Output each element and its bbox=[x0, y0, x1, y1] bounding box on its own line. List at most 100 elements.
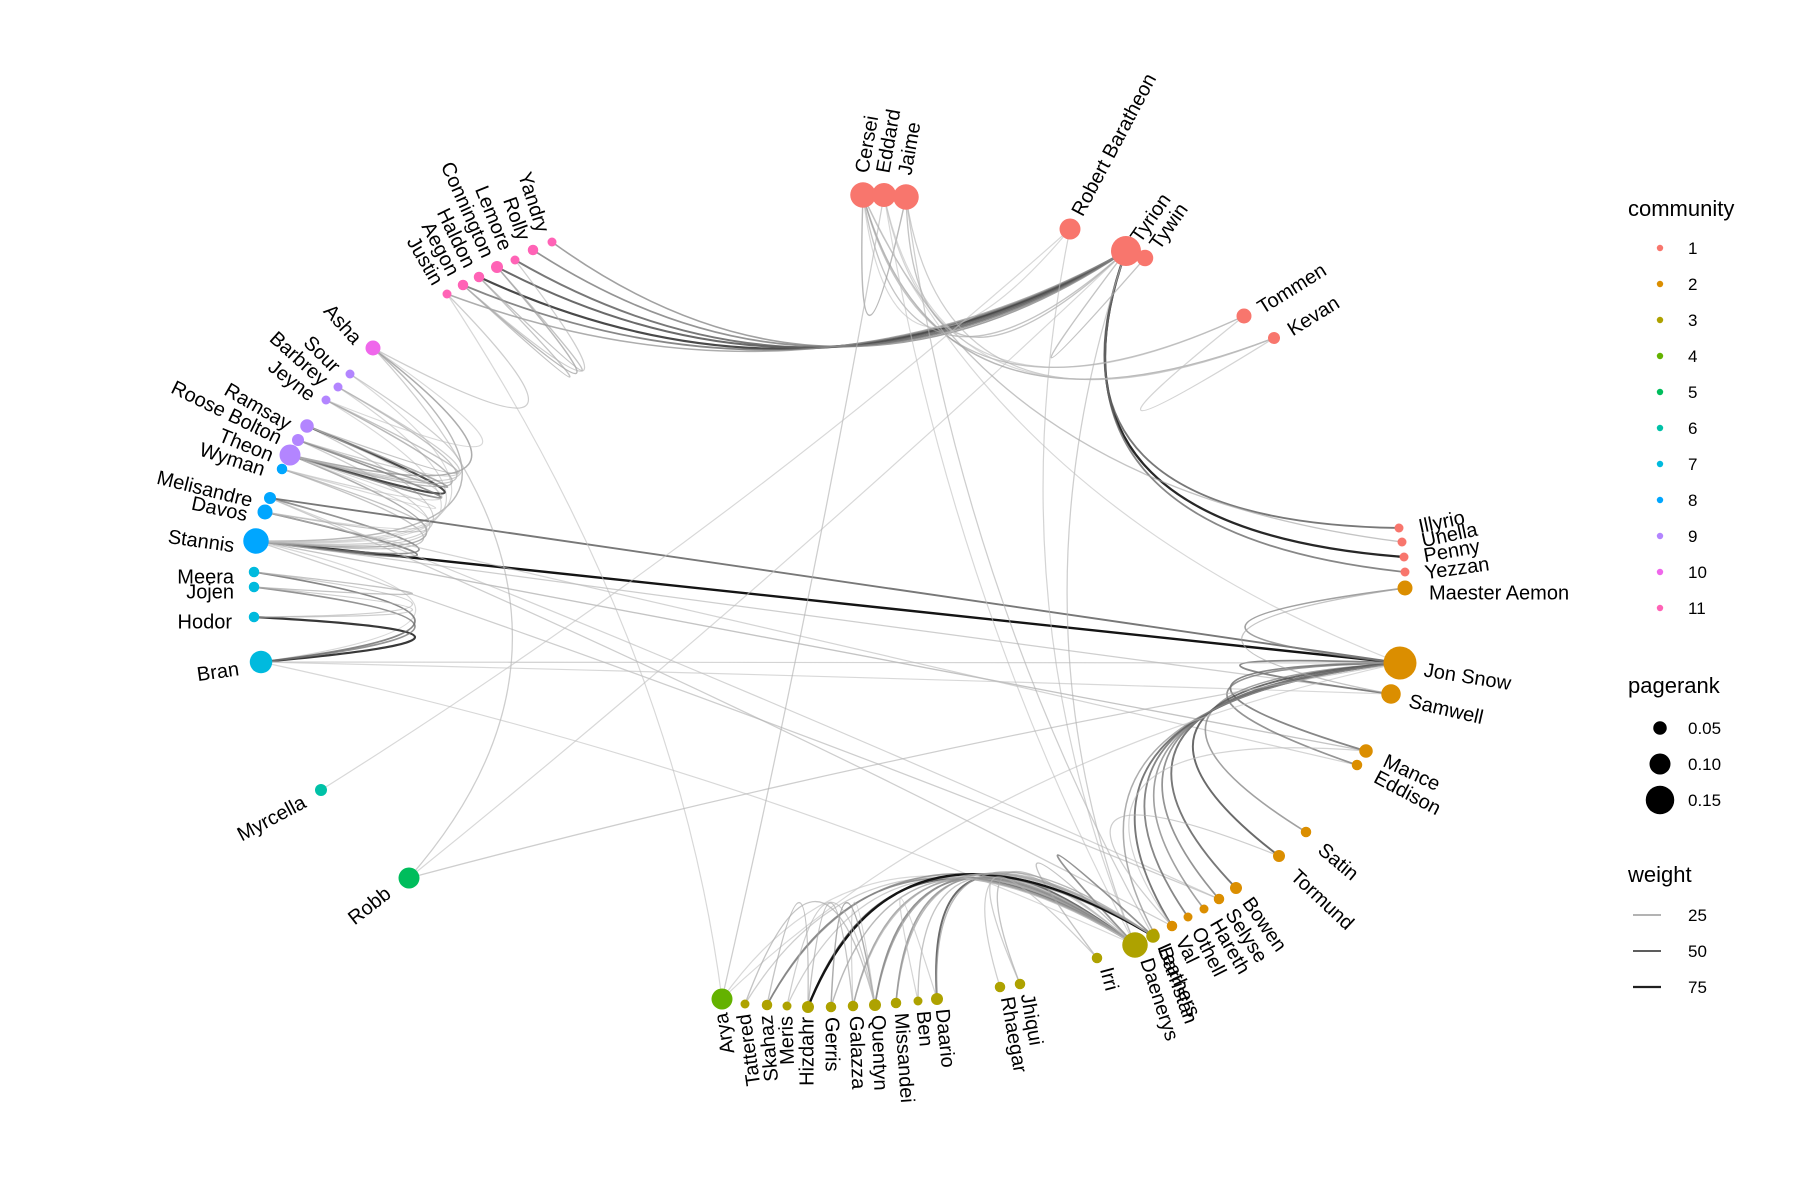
node-arya[interactable] bbox=[711, 988, 733, 1010]
node-connington[interactable] bbox=[491, 261, 503, 273]
node-rolly[interactable] bbox=[527, 244, 539, 256]
node-mance[interactable] bbox=[1359, 744, 1373, 758]
pagerank-legend-title: pagerank bbox=[1628, 673, 1721, 698]
node-sour[interactable] bbox=[345, 369, 355, 379]
node-jaime[interactable] bbox=[893, 184, 919, 210]
node-val[interactable] bbox=[1166, 920, 1178, 932]
node-cersei[interactable] bbox=[850, 182, 876, 208]
community-legend-key-5 bbox=[1656, 388, 1664, 396]
pagerank-legend-label-0-10: 0.10 bbox=[1688, 755, 1721, 774]
node-yandry[interactable] bbox=[547, 237, 557, 247]
edge-jon-snow-robb bbox=[408, 662, 1401, 879]
node-ben[interactable] bbox=[913, 996, 923, 1006]
node-barristan[interactable] bbox=[1146, 929, 1160, 943]
node-wyman[interactable] bbox=[276, 463, 288, 475]
node-davos[interactable] bbox=[257, 504, 273, 520]
edge-hizdahr-skahaz bbox=[766, 901, 809, 1008]
node-unella[interactable] bbox=[1397, 537, 1407, 547]
label-meera: Meera bbox=[177, 566, 235, 588]
edge-wyman-theon bbox=[281, 454, 437, 510]
edge-kevan-tommen bbox=[1140, 315, 1275, 412]
community-legend-label-8: 8 bbox=[1688, 491, 1697, 510]
weight-legend-label-50: 50 bbox=[1688, 942, 1707, 961]
pagerank-legend-key-0-15 bbox=[1645, 785, 1675, 815]
label-meris: Meris bbox=[775, 1016, 799, 1066]
node-eddard[interactable] bbox=[872, 183, 896, 207]
node-haldon[interactable] bbox=[473, 271, 485, 283]
node-lemore[interactable] bbox=[510, 255, 520, 265]
node-kevan[interactable] bbox=[1268, 332, 1280, 344]
node-barbrey[interactable] bbox=[333, 382, 343, 392]
community-legend-key-11 bbox=[1656, 604, 1664, 612]
node-tormund[interactable] bbox=[1273, 850, 1285, 862]
edge-jojen-meera bbox=[253, 571, 413, 596]
node-melisandre[interactable] bbox=[264, 492, 276, 504]
node-jhiqui[interactable] bbox=[1014, 978, 1026, 990]
node-quentyn[interactable] bbox=[869, 999, 881, 1011]
edge-tyrion-daenerys bbox=[1066, 250, 1136, 946]
node-jon-snow[interactable] bbox=[1383, 646, 1417, 680]
edge-mance-val bbox=[1128, 747, 1367, 927]
node-meera[interactable] bbox=[248, 566, 260, 578]
node-penny[interactable] bbox=[1399, 552, 1409, 562]
edge-kevan-eddard bbox=[883, 194, 1275, 380]
node-jojen[interactable] bbox=[248, 581, 260, 593]
edge-stannis-wyman bbox=[255, 468, 424, 550]
community-legend-key-8 bbox=[1656, 496, 1664, 504]
node-galazza[interactable] bbox=[847, 1000, 859, 1012]
node-hizdahr[interactable] bbox=[802, 1001, 814, 1013]
edge-cersei-jon-snow bbox=[862, 194, 1401, 664]
node-myrcella[interactable] bbox=[315, 784, 327, 796]
label-ben: Ben bbox=[912, 1010, 937, 1047]
node-tommen[interactable] bbox=[1236, 308, 1252, 324]
pagerank-legend-label-0-15: 0.15 bbox=[1688, 791, 1721, 810]
edge-eddard-daenerys bbox=[883, 194, 1136, 946]
edge-tyrion-robb bbox=[408, 250, 1127, 879]
community-legend-label-2: 2 bbox=[1688, 275, 1697, 294]
edge-tyrion-jaime bbox=[905, 196, 1127, 338]
node-ramsay[interactable] bbox=[300, 419, 314, 433]
community-legend-label-6: 6 bbox=[1688, 419, 1697, 438]
node-missandei[interactable] bbox=[890, 997, 902, 1009]
node-tywin[interactable] bbox=[1136, 249, 1154, 267]
node-satin[interactable] bbox=[1300, 826, 1312, 838]
node-aegon[interactable] bbox=[457, 279, 469, 291]
node-yezzan[interactable] bbox=[1400, 567, 1410, 577]
edge-quentyn-gerris bbox=[830, 901, 876, 1008]
edge-daenerys-gerris bbox=[830, 877, 1136, 1008]
node-meris[interactable] bbox=[782, 1001, 792, 1011]
node-bowen[interactable] bbox=[1230, 882, 1242, 894]
node-tattered[interactable] bbox=[740, 999, 750, 1009]
node-bran[interactable] bbox=[249, 650, 273, 674]
node-tyrion[interactable] bbox=[1111, 236, 1141, 266]
node-eddison[interactable] bbox=[1351, 759, 1363, 771]
node-selyse[interactable] bbox=[1213, 893, 1225, 905]
node-gerris[interactable] bbox=[825, 1001, 837, 1013]
node-hareth[interactable] bbox=[1199, 904, 1209, 914]
edge-jon-snow-arya bbox=[721, 662, 1401, 1000]
node-maester-aemon[interactable] bbox=[1397, 580, 1413, 596]
node-illyrio[interactable] bbox=[1394, 523, 1404, 533]
node-robert-baratheon[interactable] bbox=[1059, 218, 1081, 240]
node-asha[interactable] bbox=[365, 340, 381, 356]
node-stannis[interactable] bbox=[243, 528, 269, 554]
node-daenerys[interactable] bbox=[1122, 932, 1148, 958]
node-roose-bolton[interactable] bbox=[292, 434, 304, 446]
node-robb[interactable] bbox=[398, 867, 420, 889]
node-othell[interactable] bbox=[1183, 912, 1193, 922]
node-samwell[interactable] bbox=[1381, 684, 1401, 704]
node-daario[interactable] bbox=[931, 993, 943, 1005]
edge-samwell-maester-aemon bbox=[1241, 587, 1406, 695]
node-irri[interactable] bbox=[1091, 952, 1103, 964]
node-hodor[interactable] bbox=[248, 611, 260, 623]
node-theon[interactable] bbox=[279, 444, 301, 466]
node-rhaegar[interactable] bbox=[994, 981, 1006, 993]
edge-asha-jeyne bbox=[325, 347, 484, 448]
edge-daenerys-missandei bbox=[895, 876, 1136, 1004]
node-jeyne[interactable] bbox=[321, 395, 331, 405]
community-legend-label-4: 4 bbox=[1688, 347, 1697, 366]
node-justin[interactable] bbox=[442, 289, 452, 299]
node-skahaz[interactable] bbox=[761, 999, 773, 1011]
edge-quentyn-meris bbox=[786, 901, 876, 1007]
